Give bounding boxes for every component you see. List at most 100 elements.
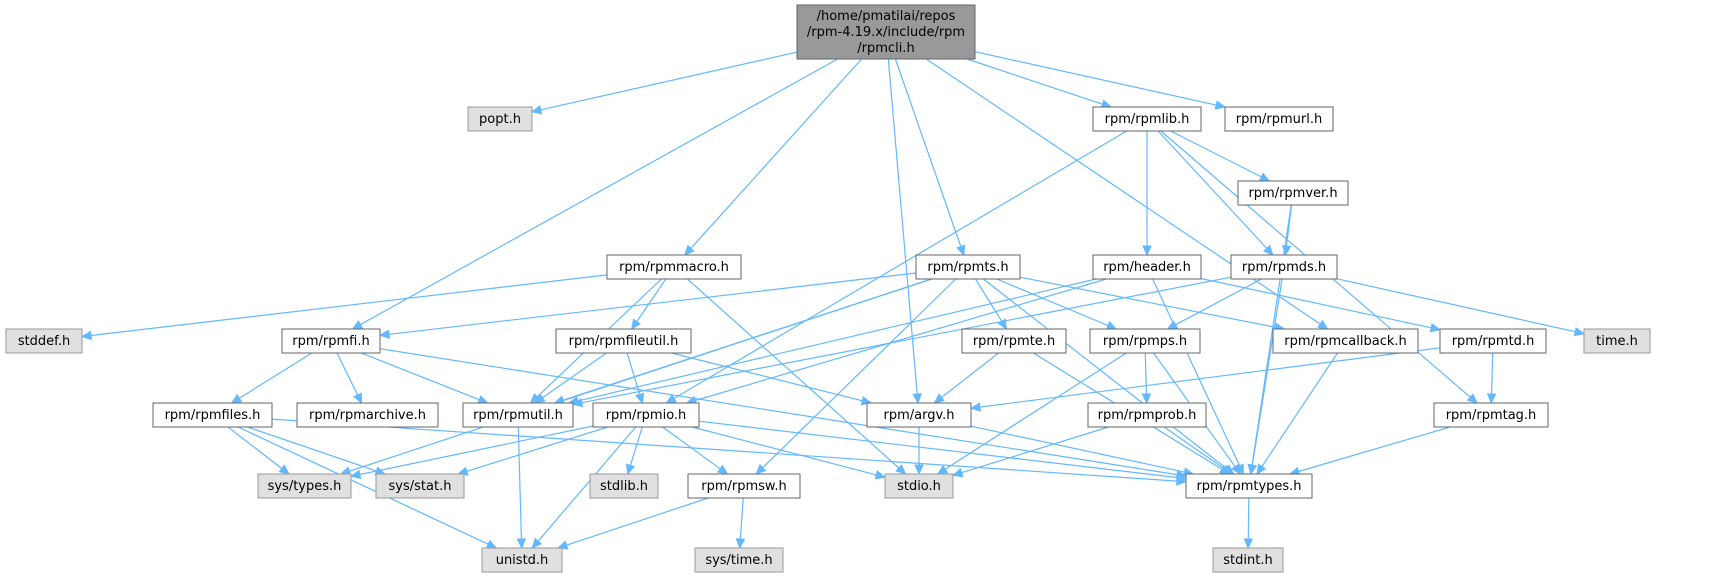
arrowhead-icon	[895, 464, 907, 475]
edge-line	[1251, 278, 1283, 466]
node-box	[884, 473, 954, 499]
node-label: rpm/rpmtypes.h	[1196, 479, 1301, 494]
edge-rpmio-to-systypes	[349, 425, 594, 480]
edge-rpmps-to-stdio	[936, 352, 1127, 475]
node-argv[interactable]: rpm/argv.h	[866, 402, 972, 428]
edge-header-to-rpmtypes	[1152, 278, 1244, 476]
edge-rpmcli-to-rpmfi	[351, 58, 838, 330]
node-rpmtd[interactable]: rpm/rpmtd.h	[1439, 328, 1547, 354]
arrowhead-icon	[1486, 393, 1497, 405]
node-label: /rpm-4.19.x/include/rpm	[807, 25, 965, 40]
node-rpmurl[interactable]: rpm/rpmurl.h	[1224, 106, 1334, 132]
node-rpmmacro[interactable]: rpm/rpmmacro.h	[606, 254, 742, 280]
node-label: stdlib.h	[600, 479, 648, 494]
node-rpmds[interactable]: rpm/rpmds.h	[1230, 254, 1338, 280]
node-rpmtag[interactable]: rpm/rpmtag.h	[1433, 402, 1549, 428]
node-rpmps[interactable]: rpm/rpmps.h	[1089, 328, 1201, 354]
node-label: rpm/rpmps.h	[1103, 334, 1187, 349]
arrowhead-icon	[529, 392, 541, 404]
edge-rpmio-to-stdio	[691, 426, 887, 480]
edge-line	[673, 130, 1128, 399]
edge-rpmmacro-to-stdio	[687, 278, 907, 475]
node-label: rpm/rpmfi.h	[292, 334, 369, 349]
node-rpmtypes[interactable]: rpm/rpmtypes.h	[1185, 473, 1313, 499]
edge-rpmfiles-to-systypes	[227, 426, 290, 475]
edge-line	[379, 348, 1178, 476]
arrowhead-icon	[1258, 172, 1271, 182]
node-label: rpm/rpmver.h	[1248, 186, 1337, 201]
node-rpmfileutil[interactable]: rpm/rpmfileutil.h	[555, 328, 692, 354]
node-label: rpm/rpmmacro.h	[619, 260, 729, 275]
arrowhead-icon	[531, 537, 543, 549]
node-box	[375, 473, 465, 499]
edge-rpmcli-to-rpmlib	[966, 58, 1113, 109]
dependency-edges	[80, 51, 1586, 550]
node-rpmprob[interactable]: rpm/rpmprob.h	[1087, 402, 1207, 428]
edge-line	[90, 274, 608, 337]
edge-rpmcli-to-rpmcallback	[925, 58, 1329, 330]
node-label: rpm/rpmfiles.h	[165, 408, 261, 423]
edge-line	[1491, 352, 1494, 395]
node-box	[589, 473, 659, 499]
edge-rpmio-to-unistd	[531, 426, 637, 549]
node-rpmcallback[interactable]: rpm/rpmcallback.h	[1272, 328, 1419, 354]
edge-line	[671, 352, 863, 402]
node-rpmutil[interactable]: rpm/rpmutil.h	[462, 402, 574, 428]
arrowhead-icon	[912, 393, 922, 405]
node-rpmio[interactable]: rpm/rpmio.h	[592, 402, 700, 428]
edge-line	[1247, 497, 1250, 540]
edge-rpmfileutil-to-argv	[671, 352, 873, 406]
edge-rpmcli-to-rpmmacro	[683, 58, 863, 256]
node-header[interactable]: rpm/header.h	[1092, 254, 1202, 280]
arrowhead-icon	[1230, 463, 1242, 476]
node-box	[592, 402, 700, 428]
node-stddef: stddef.h	[5, 328, 83, 354]
arrowhead-icon	[571, 397, 584, 408]
node-stdlib: stdlib.h	[589, 473, 659, 499]
node-rpmfiles[interactable]: rpm/rpmfiles.h	[152, 402, 273, 428]
node-label: rpm/rpmarchive.h	[309, 408, 426, 423]
arrowhead-icon	[349, 469, 362, 480]
arrowhead-icon	[755, 463, 767, 475]
edge-line	[636, 278, 667, 322]
node-rpmarchive[interactable]: rpm/rpmarchive.h	[296, 402, 439, 428]
edge-line	[540, 51, 798, 111]
node-rpmte[interactable]: rpm/rpmte.h	[961, 328, 1067, 354]
node-box	[152, 402, 273, 428]
edge-rpmts-to-rpmsw	[755, 278, 957, 475]
node-box	[1092, 106, 1202, 132]
node-rpmts[interactable]: rpm/rpmts.h	[915, 254, 1021, 280]
node-rpmfi[interactable]: rpm/rpmfi.h	[281, 328, 381, 354]
node-stdint: stdint.h	[1212, 547, 1284, 573]
node-label: rpm/rpmts.h	[927, 260, 1008, 275]
edge-argv-to-rpmtypes	[970, 425, 1195, 477]
edge-rpmsw-to-systime	[735, 497, 746, 550]
node-box	[555, 328, 692, 354]
edge-line	[1336, 278, 1576, 333]
node-label: unistd.h	[496, 553, 549, 568]
arrowhead-icon	[936, 464, 949, 475]
arrowhead-icon	[477, 395, 489, 404]
edge-line	[247, 426, 377, 472]
arrowhead-icon	[1141, 393, 1152, 405]
edge-line	[695, 278, 1107, 402]
edge-line	[974, 51, 1217, 106]
node-time: time.h	[1583, 328, 1651, 354]
edge-line	[739, 497, 744, 540]
arrowhead-icon	[1466, 393, 1479, 404]
node-label: sys/time.h	[705, 553, 772, 568]
node-popt: popt.h	[467, 106, 533, 132]
edge-rpmprob-to-stdio	[951, 426, 1109, 478]
edge-line	[979, 347, 1441, 408]
edge-line	[237, 426, 489, 545]
node-label: rpm/rpmfileutil.h	[569, 334, 679, 349]
edge-rpmlib-to-rpmver	[1170, 130, 1271, 182]
node-rpmsw[interactable]: rpm/rpmsw.h	[687, 473, 801, 499]
node-rpmcli[interactable]: /home/pmatilai/repos/rpm-4.19.x/include/…	[796, 4, 976, 60]
node-rpmlib[interactable]: rpm/rpmlib.h	[1092, 106, 1202, 132]
node-box	[467, 106, 533, 132]
arrowhead-icon	[1176, 472, 1188, 483]
edge-rpmsw-to-unistd	[556, 497, 709, 550]
node-rpmver[interactable]: rpm/rpmver.h	[1237, 180, 1349, 206]
arrowhead-icon	[1105, 320, 1118, 330]
